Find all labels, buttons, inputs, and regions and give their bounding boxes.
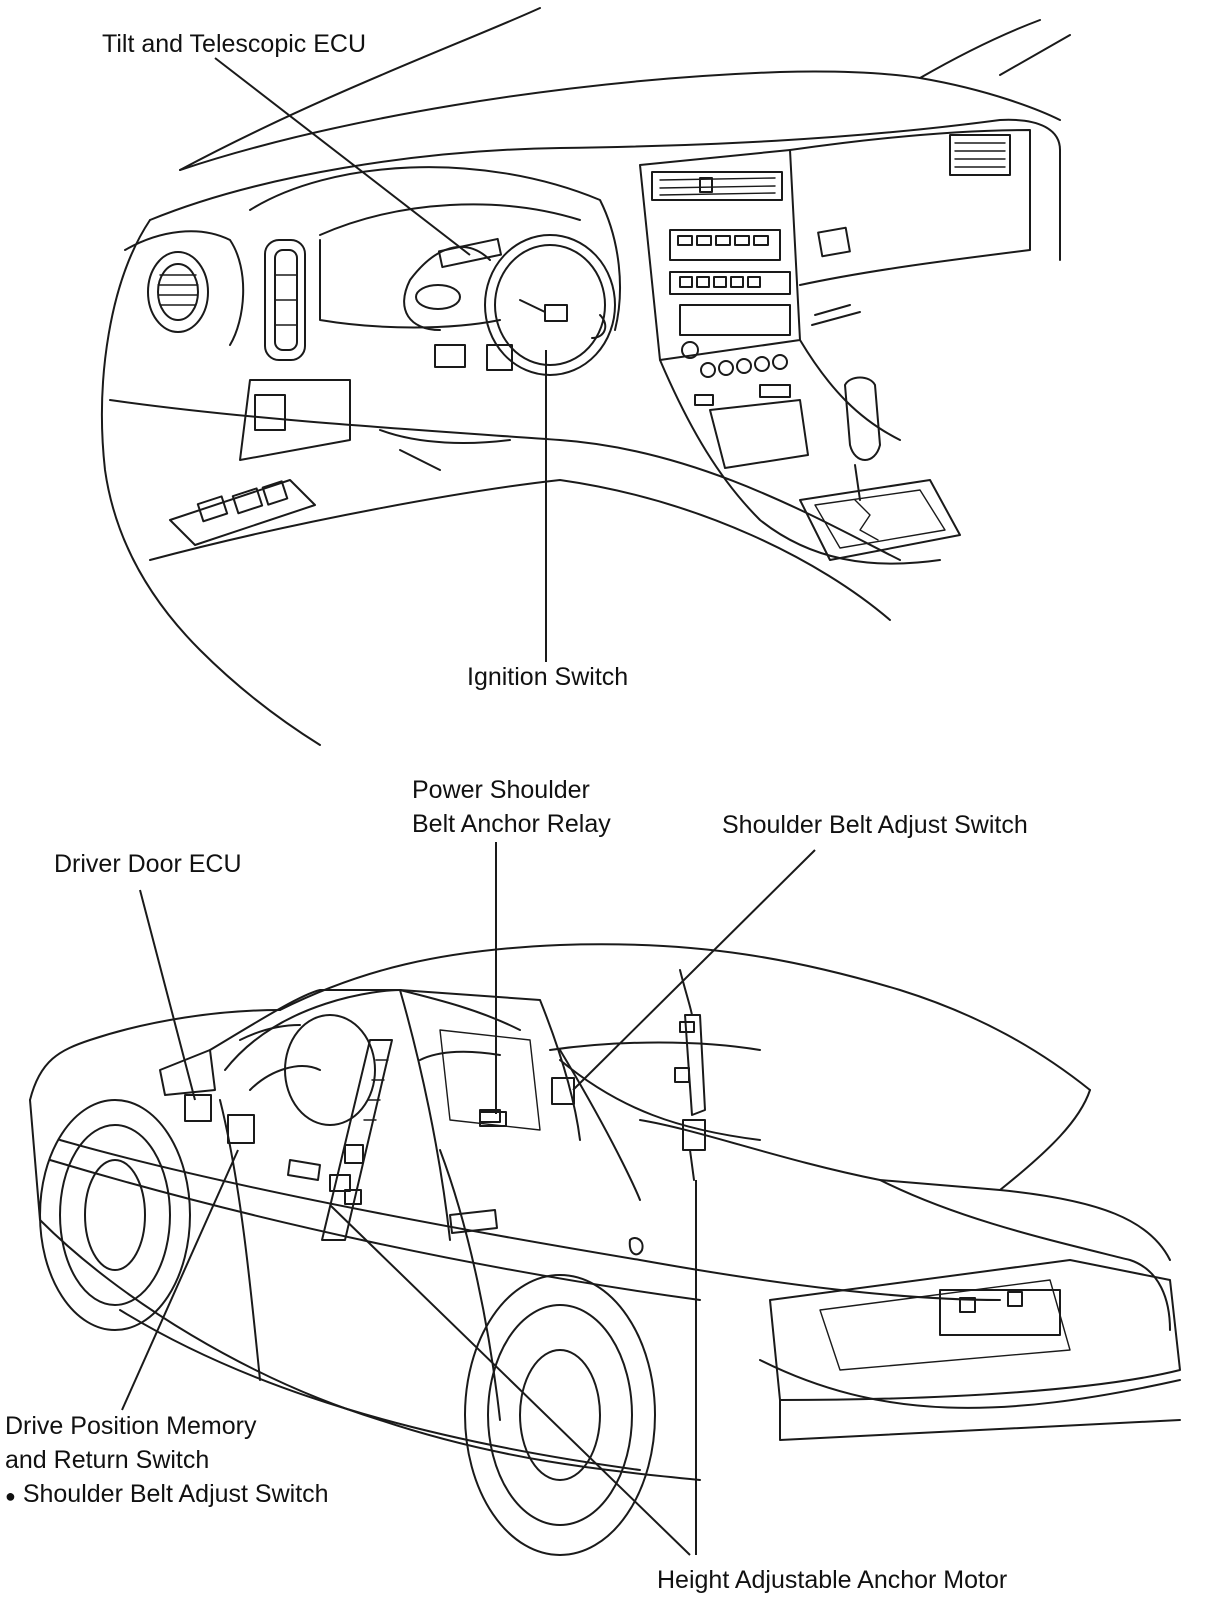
label-power-shoulder-belt-anchor-relay: Power Shoulder Belt Anchor Relay <box>412 773 611 841</box>
label-drive-memory-line3: Shoulder Belt Adjust Switch <box>22 1480 329 1508</box>
label-tilt-and-telescopic-ecu: Tilt and Telescopic ECU <box>102 30 367 58</box>
dashboard-illustration <box>101 7 1071 746</box>
drive-position-memory-switch-part <box>227 1114 255 1144</box>
leader-driver-door-ecu <box>139 889 196 1101</box>
bullet-icon: ● <box>5 1486 16 1506</box>
leader-anchor-motor-1 <box>329 1204 691 1556</box>
label-drive-memory-line3-row: ● Shoulder Belt Adjust Switch <box>5 1477 329 1513</box>
leader-shoulder-belt-switch <box>572 849 816 1091</box>
leader-lines <box>121 57 816 1556</box>
label-height-adjustable-anchor-motor: Height Adjustable Anchor Motor <box>657 1566 1008 1594</box>
label-ignition-switch: Ignition Switch <box>467 663 629 691</box>
leader-drive-memory <box>121 1149 239 1411</box>
label-drive-position-memory: Drive Position Memory and Return Switch … <box>5 1409 329 1513</box>
leader-tilt-ecu <box>214 57 471 256</box>
car-illustration <box>29 943 1181 1556</box>
label-drive-memory-line1: Drive Position Memory <box>5 1412 257 1440</box>
label-power-relay-line2: Belt Anchor Relay <box>412 810 611 838</box>
label-drive-memory-line2: and Return Switch <box>5 1446 210 1474</box>
driver-door-ecu-part <box>184 1094 212 1122</box>
label-shoulder-belt-adjust-switch: Shoulder Belt Adjust Switch <box>722 811 1028 839</box>
label-driver-door-ecu: Driver Door ECU <box>54 850 242 878</box>
shoulder-belt-adjust-switch-part <box>551 1077 575 1105</box>
label-power-relay-line1: Power Shoulder <box>412 776 590 804</box>
